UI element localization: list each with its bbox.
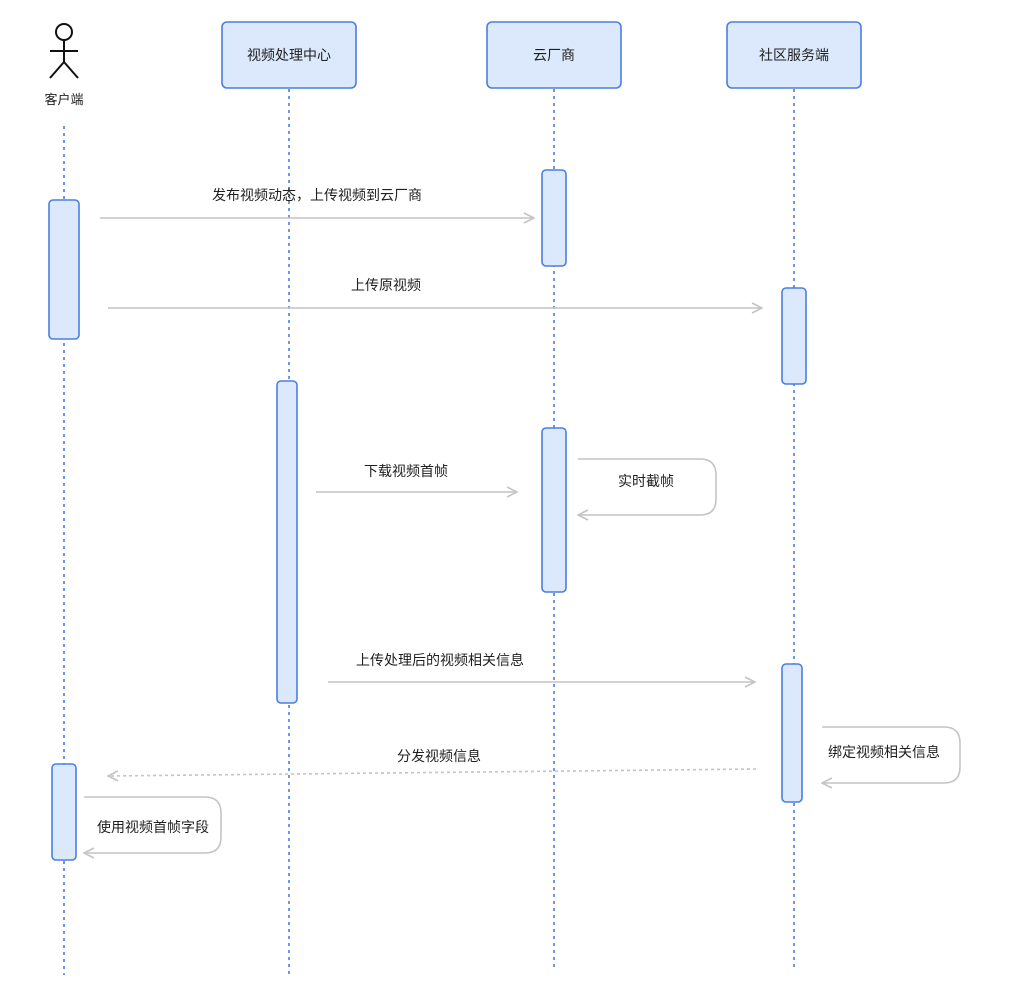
lifelines [63,89,795,975]
activation-bar [276,380,298,704]
message-label: 上传处理后的视频相关信息 [356,652,524,669]
actor-client: 客户端 [44,23,84,108]
message-3: 下载视频首帧 [316,464,517,492]
activation-bars [48,169,807,861]
message-label: 使用视频首帧字段 [97,819,209,836]
participant-video-center: 视频处理中心 [221,21,357,89]
message-label: 分发视频信息 [397,748,481,765]
message-arrow [84,796,222,853]
message-2: 上传原视频 [108,278,762,308]
message-arrow [578,458,717,515]
message-label: 上传原视频 [351,278,421,294]
message-1: 发布视频动态，上传视频到云厂商 [100,188,534,218]
message-6-self: 绑定视频相关信息 [822,726,961,783]
stick-figure-icon [49,23,79,79]
activation-bar [781,663,803,803]
message-5: 上传处理后的视频相关信息 [328,652,755,682]
participant-label: 社区服务端 [759,48,829,64]
message-label: 绑定视频相关信息 [828,744,940,761]
message-label: 下载视频首帧 [364,464,448,480]
participant-label: 视频处理中心 [247,48,331,64]
message-arrow [822,726,961,783]
actor-label: 客户端 [44,92,83,108]
message-7-return: 分发视频信息 [108,748,757,776]
activation-bar [541,169,567,267]
message-label: 发布视频动态，上传视频到云厂商 [212,188,422,204]
activation-bar [48,199,80,340]
message-arrow [108,768,757,776]
participant-label: 云厂商 [533,48,575,64]
participant-community-server: 社区服务端 [726,21,862,89]
message-8-self: 使用视频首帧字段 [84,796,222,853]
activation-bar [51,763,77,861]
activation-bar [541,427,567,593]
message-label: 实时截帧 [618,474,674,490]
participant-cloud: 云厂商 [486,21,622,89]
message-4-self: 实时截帧 [578,458,717,515]
activation-bar [781,287,807,385]
